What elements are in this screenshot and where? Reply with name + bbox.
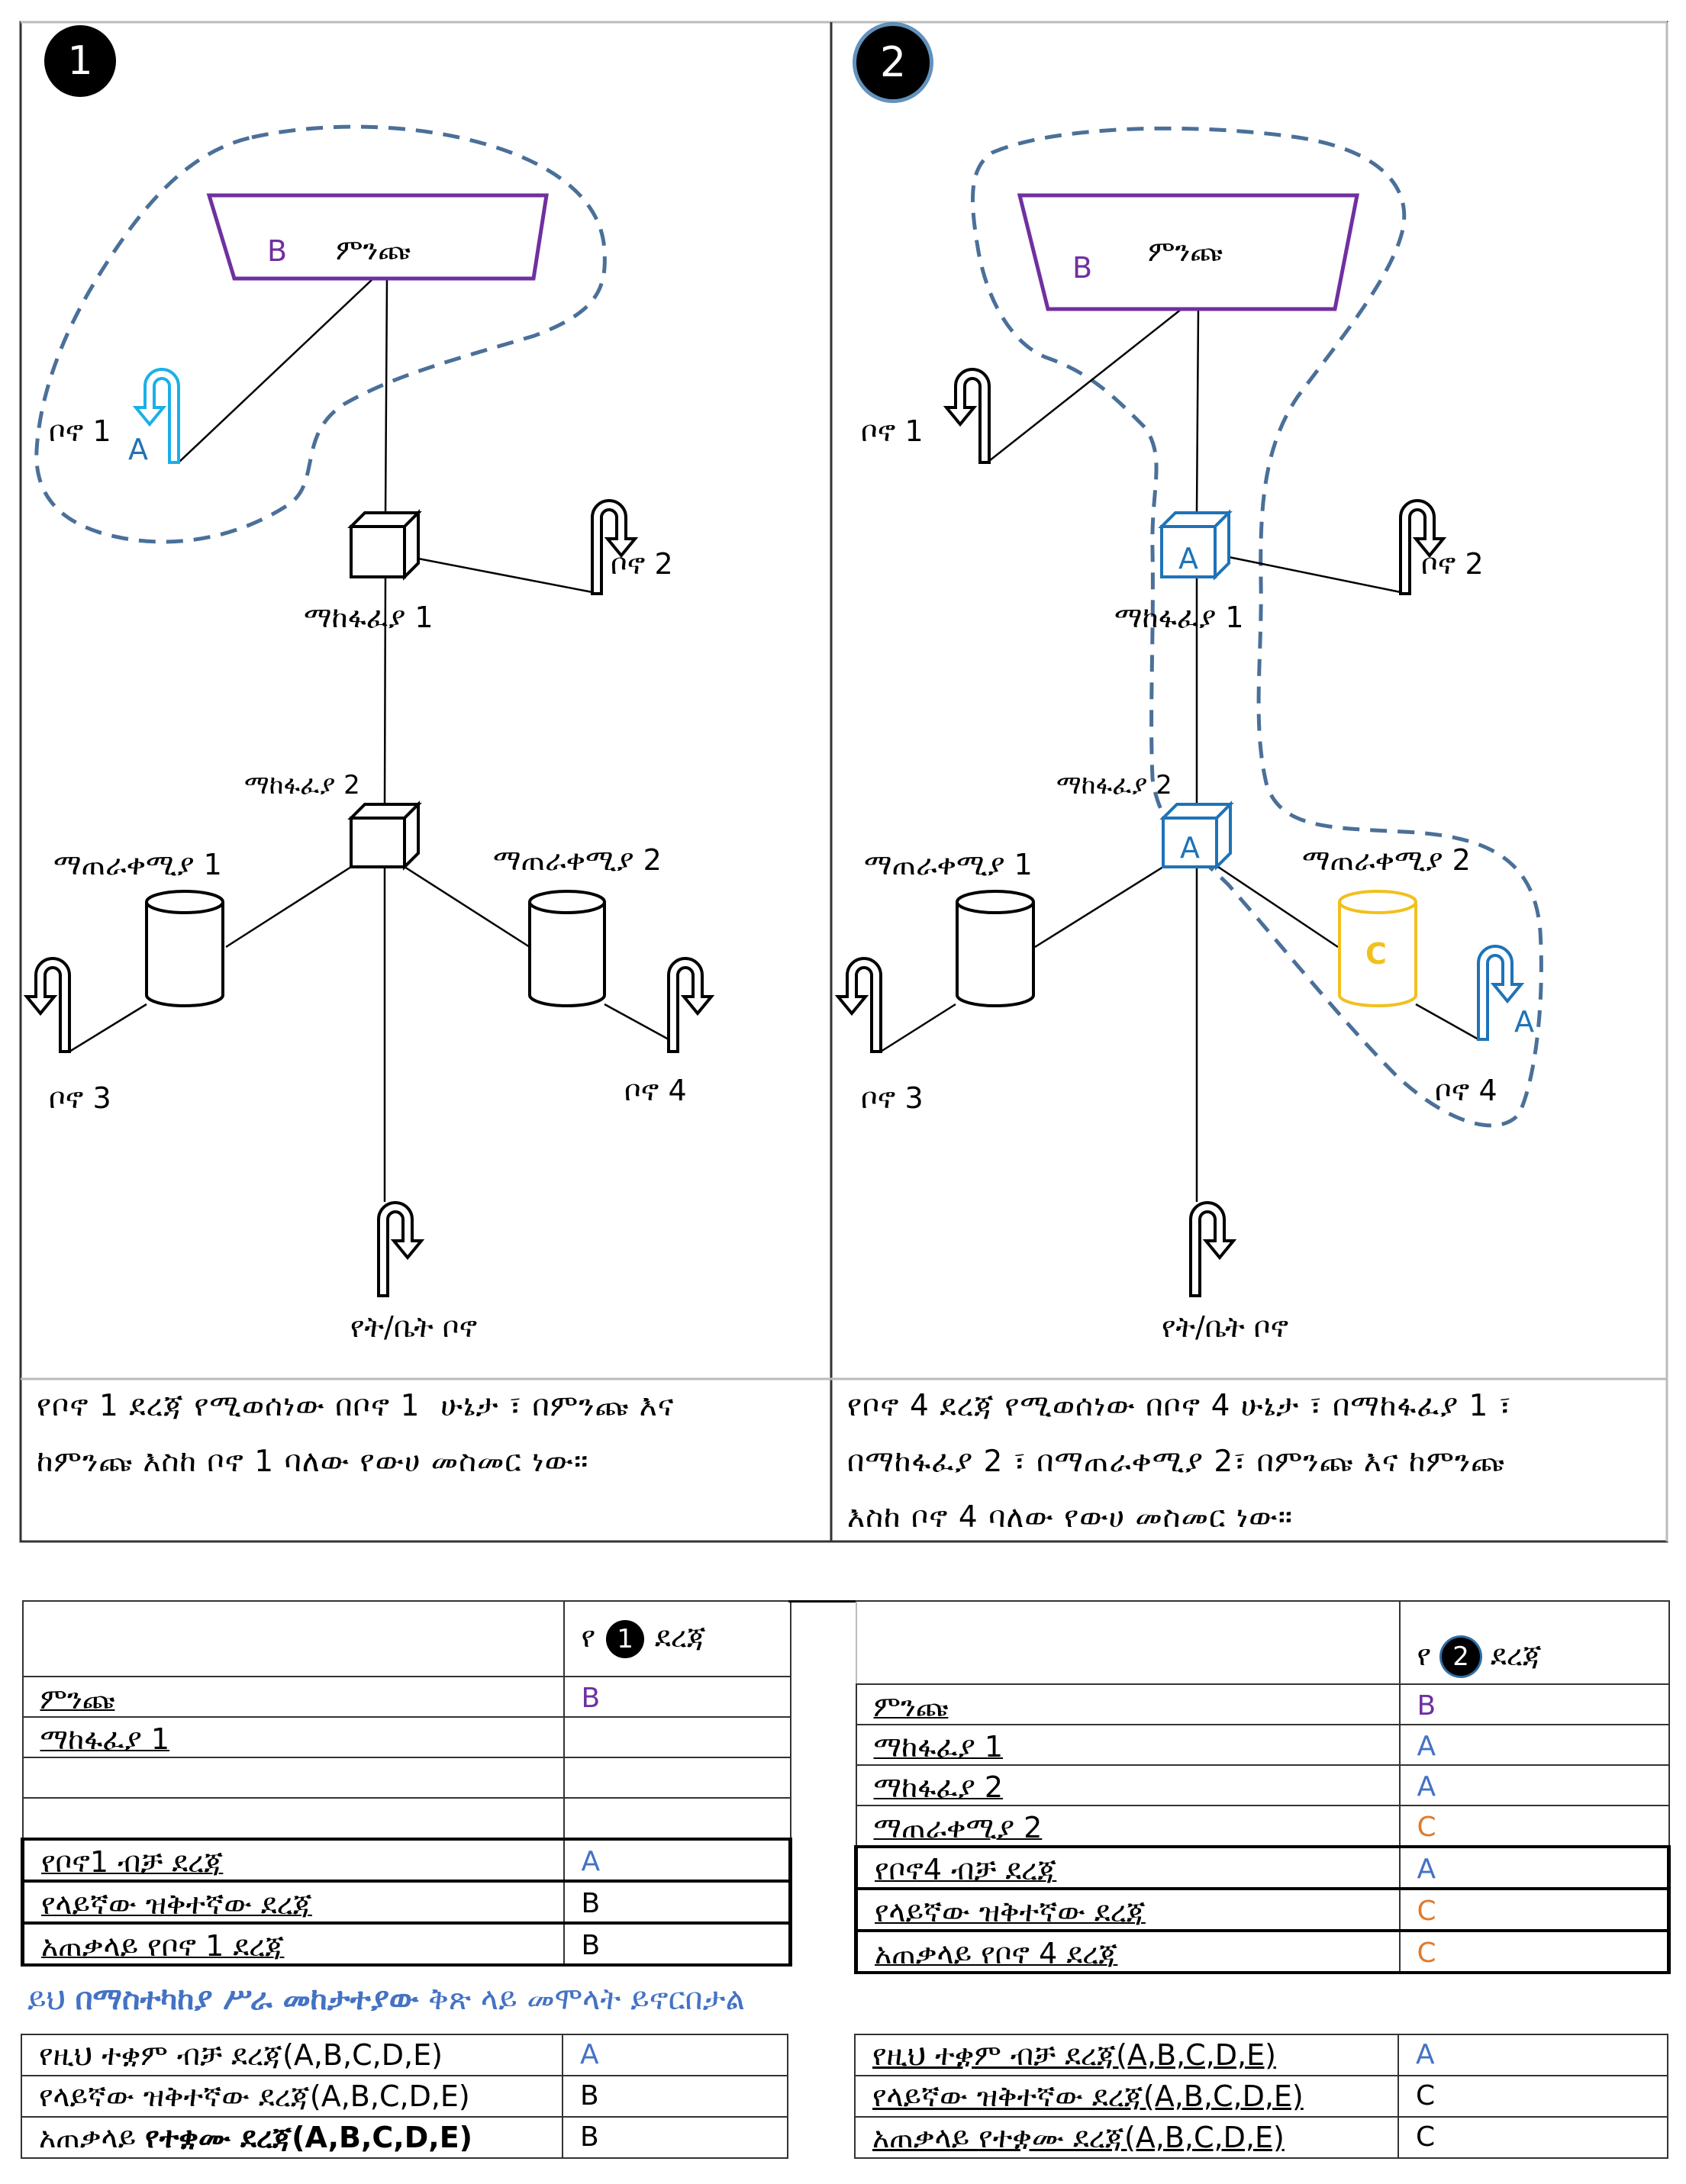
source-grade: B [1072,251,1092,285]
distributor-1-cube-icon [1158,509,1233,581]
reservoir-1-cylinder-icon [956,890,1035,1007]
pipe [69,1003,147,1053]
distributor-2-grade: A [1180,831,1200,865]
tap-4-label: ቦኖ 4 [624,1074,687,1107]
pipe [225,865,352,949]
tap-2-label: ቦኖ 2 [611,547,673,581]
panel-2: 2 B ምንጩ ቦኖ 1 A ማከፋፈያ 1 ቦኖ 2 ማከፋፈያ [837,22,1543,1344]
table-row: የዚህ ተቋም ብቻ ደረጃ(A,B,C,D,E)A [854,2034,1668,2076]
tap-3-icon [837,957,882,1053]
tap-1-label: ቦኖ 1 [861,414,924,448]
pipe [1195,308,1200,514]
school-tap-icon [1189,1201,1235,1297]
step-badge-2: 2 [1442,1638,1481,1676]
table-row: የዚህ ተቋም ብቻ ደረጃ(A,B,C,D,E)A [21,2034,788,2076]
pipe [604,1003,669,1041]
distributor-2-cube-icon [1159,800,1234,871]
pipe [1034,865,1164,949]
highlight-outline [971,126,1543,1128]
pipe [1217,865,1339,949]
reservoir-2-cylinder-icon [1338,890,1417,1007]
highlight-outline [34,124,607,544]
panel-1-explanation: የቦኖ 1 ደረጃ የሚወሰነው በቦኖ 1 ሁኔታ ፣ በምንጩ እና ከምን… [37,1389,675,1479]
tap-3-icon [25,957,71,1053]
tap-1-label: ቦኖ 1 [49,414,111,448]
reservoir-2-label: ማጠራቀሚያ 2 [493,843,662,877]
tap-2-label: ቦኖ 2 [1421,547,1484,581]
pipe [384,278,388,516]
tap-3-label: ቦኖ 3 [861,1081,924,1115]
pipe [178,278,374,463]
source-label: ምንጩ [336,233,411,266]
source-grade: B [267,234,287,268]
school-tap-icon [377,1201,423,1297]
tap-4-grade: A [1514,1005,1534,1039]
pipe [988,308,1182,462]
tap-4-icon [667,957,713,1053]
pipe [404,865,530,949]
panel-2-explanation: የቦኖ 4 ደረጃ የሚወሰነው በቦኖ 4 ሁኔታ ፣ በማከፋፈያ 1 ፣ … [847,1389,1512,1535]
pipe [417,557,593,594]
table-row [21,1797,791,1840]
table-row: ማከፋፈያ 1 [21,1716,791,1758]
instruction-heading: ይህ በማስተካከያ ሥራ መከታተያው ቅጽ ላይ መሞላት ይኖርበታል [27,1982,745,2017]
step-badge-1 [44,25,116,97]
step-badge-1-number: 1 [67,38,92,84]
panel-1: 1 B ምንጩ ቦኖ 1 A ማከፋፈያ 1 ቦኖ 2 ማከፋፈያ [25,25,713,1344]
table-row: አጠቃላይ የተቋሙ ደረጃ(A,B,C,D,E)C [854,2116,1668,2159]
reservoir-2-grade: C [1365,937,1387,971]
school-tap-label: የት/ቤት ቦኖ [350,1310,477,1344]
source-label: ምንጩ [1148,234,1223,268]
distributor-2-cube-icon [347,800,422,871]
form-table-2: የዚህ ተቋም ብቻ ደረጃ(A,B,C,D,E)A የላይኛው ዝቅተኛው ደ… [854,2034,1668,2159]
reservoir-2-label: ማጠራቀሚያ 2 [1302,843,1471,877]
step-badge-2 [856,26,930,99]
distributor-1-cube-icon [347,509,422,581]
tap-3-label: ቦኖ 3 [49,1081,111,1115]
reservoir-1-label: ማጠራቀሚያ 1 [53,848,222,881]
distributor-1-label: ማከፋፈያ 1 [1114,601,1244,634]
school-tap-label: የት/ቤት ቦኖ [1162,1310,1288,1344]
pipe [880,1003,956,1053]
distributor-1-label: ማከፋፈያ 1 [304,601,434,634]
tap-4-label: ቦኖ 4 [1435,1074,1497,1107]
reservoir-2-cylinder-icon [528,890,606,1007]
source-tank [206,193,549,281]
table-row: የላይኛው ዝቅተኛው ደረጃ(A,B,C,D,E)B [21,2075,788,2118]
distributor-1-grade: A [1178,542,1198,575]
distributor-2-label: ማከፋፈያ 2 [1056,770,1172,800]
distributor-2-label: ማከፋፈያ 2 [244,770,360,800]
tap-1-icon [945,368,991,464]
table-row: የላይኛው ዝቅተኛው ደረጃ(A,B,C,D,E)C [854,2075,1668,2118]
table-row [21,1757,791,1799]
step-badge-2-number: 2 [880,38,906,86]
table-row: አጠቃላይ የተቋሙ ደረጃ(A,B,C,D,E)B [21,2116,788,2159]
source-tank [1017,193,1360,311]
reservoir-1-label: ማጠራቀሚያ 1 [864,848,1033,881]
pipe [1415,1003,1479,1041]
form-table-1: የዚህ ተቋም ብቻ ደረጃ(A,B,C,D,E)A የላይኛው ዝቅተኛው ደ… [21,2034,788,2159]
step-badge-1: 1 [606,1619,645,1658]
tap-1-grade: A [128,433,148,466]
reservoir-1-cylinder-icon [145,890,224,1007]
pipe [1228,556,1401,594]
